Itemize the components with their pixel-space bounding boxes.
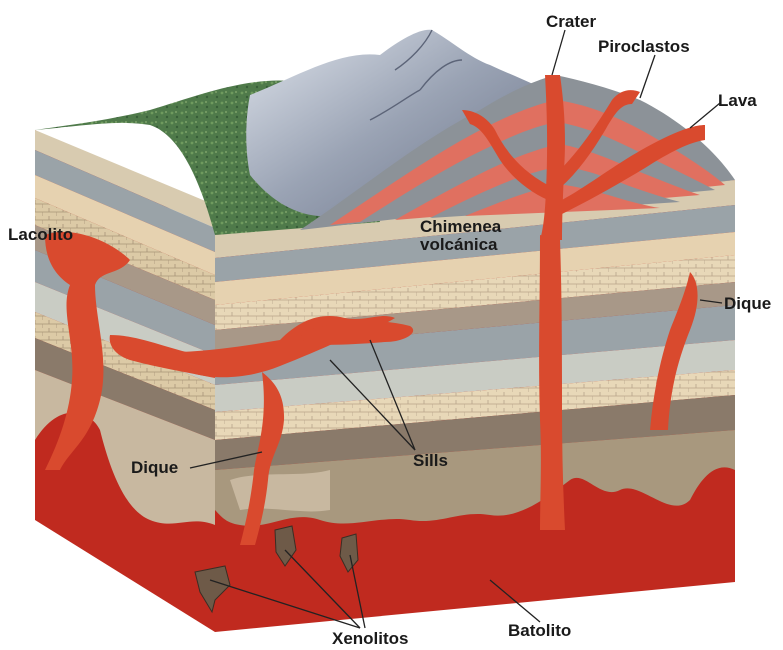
label-chimenea-line2: volcánica <box>420 236 501 254</box>
label-sills: Sills <box>413 452 448 469</box>
label-chimenea-line1: Chimenea <box>420 218 501 236</box>
label-chimenea-volcanica: Chimenea volcánica <box>420 218 501 254</box>
leader-crater <box>552 30 565 75</box>
label-xenolitos: Xenolitos <box>332 630 409 647</box>
label-crater: Crater <box>546 13 596 30</box>
label-dique-left: Dique <box>131 459 178 476</box>
label-lacolito: Lacolito <box>8 226 73 243</box>
label-lava: Lava <box>718 92 757 109</box>
label-dique-right: Dique <box>724 295 771 312</box>
label-batolito: Batolito <box>508 622 571 639</box>
leader-lava <box>690 103 720 128</box>
leader-piroclastos <box>640 55 655 98</box>
left-face <box>35 130 215 632</box>
label-piroclastos: Piroclastos <box>598 38 690 55</box>
